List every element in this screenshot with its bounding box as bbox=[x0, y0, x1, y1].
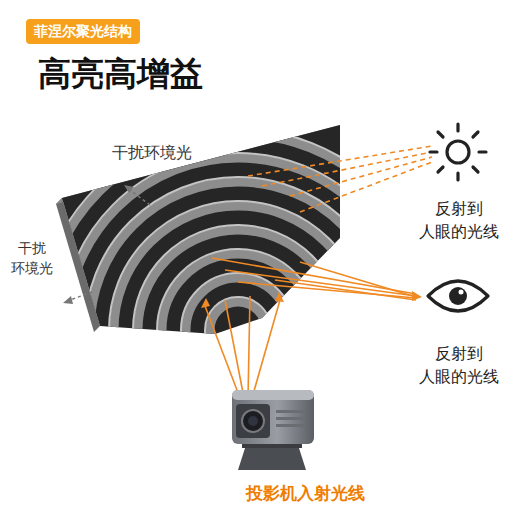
arrowhead bbox=[412, 291, 422, 301]
sun-icon bbox=[430, 124, 486, 180]
reflected-ambient-ray bbox=[248, 146, 432, 212]
reflection-label: 反射到 人眼的光线 bbox=[416, 197, 502, 243]
ambient-arrow bbox=[70, 190, 150, 300]
fresnel-rings bbox=[42, 134, 434, 520]
reflection-label: 反射到 人眼的光线 bbox=[416, 342, 502, 388]
ambient-light-label: 干扰 环境光 bbox=[9, 238, 55, 279]
ambient-light-label: 干扰环境光 bbox=[112, 141, 192, 164]
tag-box: 菲涅尔聚光结构 bbox=[26, 19, 140, 44]
reflected-ray bbox=[212, 258, 416, 300]
fresnel-ridges bbox=[37, 129, 439, 520]
ambient-light-label: 干扰 环境光 bbox=[9, 238, 55, 279]
arrowhead bbox=[63, 185, 134, 304]
projector-label: 投影机入射光线 bbox=[246, 481, 365, 506]
ambient-light-label: 干扰环境光 bbox=[112, 141, 192, 164]
title: 高亮高增益 bbox=[38, 52, 203, 97]
reflection-label: 反射到 人眼的光线 bbox=[416, 197, 502, 243]
incident-ray bbox=[205, 296, 280, 398]
projector bbox=[232, 390, 314, 470]
tag-text: 菲涅尔聚光结构 bbox=[34, 23, 132, 40]
arrowhead bbox=[201, 292, 284, 308]
projector-label: 投影机入射光线 bbox=[246, 481, 365, 506]
reflection-label: 反射到 人眼的光线 bbox=[416, 342, 502, 388]
eye-icon bbox=[428, 281, 488, 311]
